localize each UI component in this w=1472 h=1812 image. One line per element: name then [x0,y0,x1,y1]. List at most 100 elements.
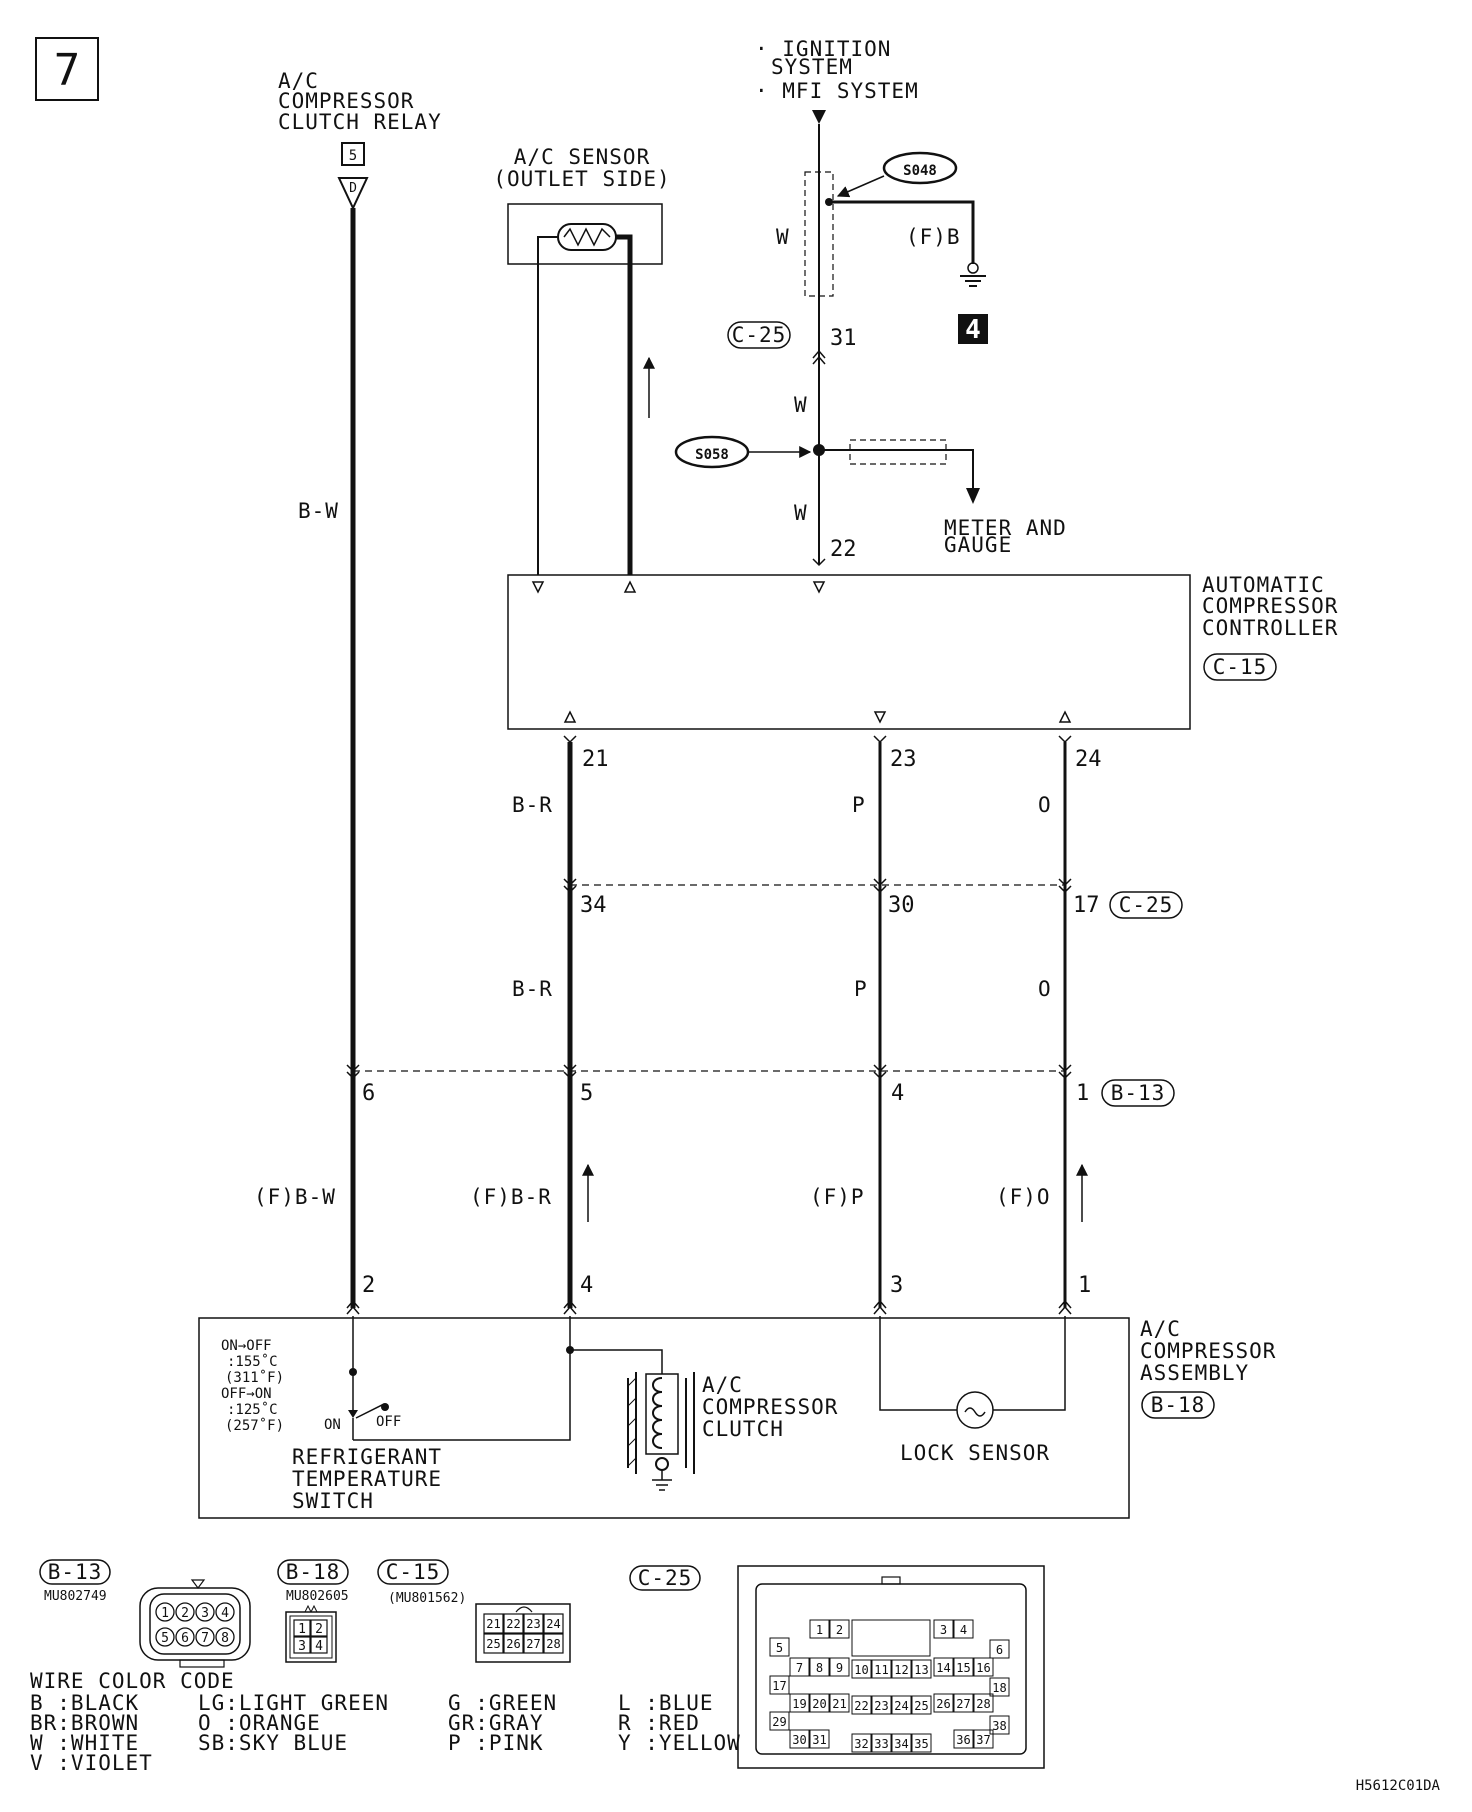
c15-pin-label: 24 [546,1617,560,1631]
c15-pin [523,1613,544,1634]
view-c25-name: C-25 [638,1566,693,1590]
b13-pin [175,1627,195,1647]
c25-pin-label: 2 [836,1623,843,1637]
pin-23: 23 [890,747,917,772]
connector-chevrons [346,735,1072,1315]
view-b18-name: B-18 [286,1560,341,1584]
lock-sensor-icon [956,1391,994,1429]
c25-pin-label: 25 [914,1699,928,1713]
c25-pin [953,1729,974,1749]
ac-sensor-label: A/C SENSOR (OUTLET SIDE) [493,145,669,191]
c25-pin-label: 32 [854,1737,868,1751]
wire-label-p1: P [852,793,866,817]
b13-pin-label: 3 [201,1606,209,1621]
c25-pin [809,1693,830,1713]
c25-pin [933,1619,954,1639]
c25-pin-label: 31 [812,1733,826,1747]
color-code-entry: LG:LIGHT GREEN [198,1691,389,1715]
b13-pin [175,1602,195,1622]
b13-pin [155,1602,175,1622]
c25-pin-label: 7 [796,1661,803,1675]
feed-arrow-icon [812,110,826,124]
wire-label-br2: B-R [512,977,553,1001]
c25-pin-label: 16 [976,1661,990,1675]
c25-pin [829,1657,850,1677]
conn-c25-tag-top [727,321,791,349]
c25-pin-label: 37 [976,1733,990,1747]
svg-text:(257˚F): (257˚F) [225,1417,284,1434]
conn-c25-tag-mid [1109,891,1183,919]
wire-label-br1: B-R [512,793,553,817]
c25-pin-label: 36 [956,1733,970,1747]
view-b18-part: MU802605 [286,1589,349,1604]
switch-spec: ON→OFF :155˚C (311˚F) OFF→ON :125˚C (257… [221,1338,284,1434]
b13-pin-label: 4 [221,1606,229,1621]
c25-pin-label: 21 [832,1697,846,1711]
color-code-entry: V :VIOLET [30,1751,153,1775]
shield-dashed [804,171,834,297]
c25-pin-label: 26 [936,1697,950,1711]
b13-pin-label: 5 [161,1631,169,1646]
svg-text:OFF→ON: OFF→ON [221,1386,272,1402]
c25-pin-label: 6 [996,1643,1003,1657]
b18-pin-label: 1 [298,1622,306,1637]
svg-text::125˚C: :125˚C [227,1401,278,1418]
c25-pin [769,1711,790,1731]
conn-b18-tag [1141,1391,1215,1419]
view-b18-tag [277,1559,349,1585]
c25-pin-label: 1 [816,1623,823,1637]
c25-pin-label: 13 [914,1663,928,1677]
svg-text:A/C: A/C [1140,1317,1181,1341]
b13-pin [155,1627,175,1647]
c25-pin-label: 28 [976,1697,990,1711]
c25-pin [789,1657,810,1677]
c15-pin [543,1613,564,1634]
c25-pin-label: 29 [772,1715,786,1729]
b18-pin [293,1619,311,1637]
c25-pin [973,1657,994,1677]
color-code-entry: W :WHITE [30,1731,139,1755]
c25-pin [851,1695,872,1715]
c25-pin [953,1657,974,1677]
c25-pin-label: 20 [812,1697,826,1711]
c25-pin [769,1675,790,1695]
lock-sensor-label: LOCK SENSOR [900,1441,1050,1465]
conn-b13-tag [1101,1079,1175,1107]
page-number: 7 [54,45,81,96]
thermistor-icon [557,223,617,251]
pin-4: 4 [891,1081,904,1106]
c25-pin-label: 5 [776,1641,783,1655]
ground-ref: 4 [965,315,981,345]
b18-pin-label: 2 [315,1622,323,1637]
conn-c25-top: C-25 [732,323,787,347]
b18-pin-label: 3 [298,1639,306,1654]
view-c25-tag [629,1565,701,1591]
wire-label-fbw: (F)B-W [254,1185,336,1209]
c25-pin [851,1733,872,1753]
svg-text:A/C SENSOR: A/C SENSOR [514,145,650,169]
c25-pin [809,1729,830,1749]
wire-label-o2: O [1038,977,1052,1001]
svg-text:A/C: A/C [278,69,319,93]
c25-key [851,1619,931,1657]
svg-text:COMPRESSOR: COMPRESSOR [278,89,414,113]
color-code-title: WIRE COLOR CODE [30,1669,235,1693]
controller-label: AUTOMATIC COMPRESSOR CONTROLLER [1202,573,1337,640]
c25-pin [891,1659,912,1679]
pin-q2: 2 [362,1273,375,1298]
wire-label-bw: B-W [298,499,339,523]
conn-c15-tag [1203,653,1277,681]
wire-label-w2: W [794,393,808,417]
b13-pin [215,1602,235,1622]
c25-pin [953,1693,974,1713]
view-c15-part: (MU801562) [388,1591,466,1606]
svg-text:CLUTCH RELAY: CLUTCH RELAY [278,110,442,134]
b13-pin [195,1627,215,1647]
relay-ref: 5 [349,148,357,164]
pin-34: 34 [580,893,607,918]
c25-pin-label: 11 [874,1663,888,1677]
c15-pin-label: 27 [526,1637,540,1651]
